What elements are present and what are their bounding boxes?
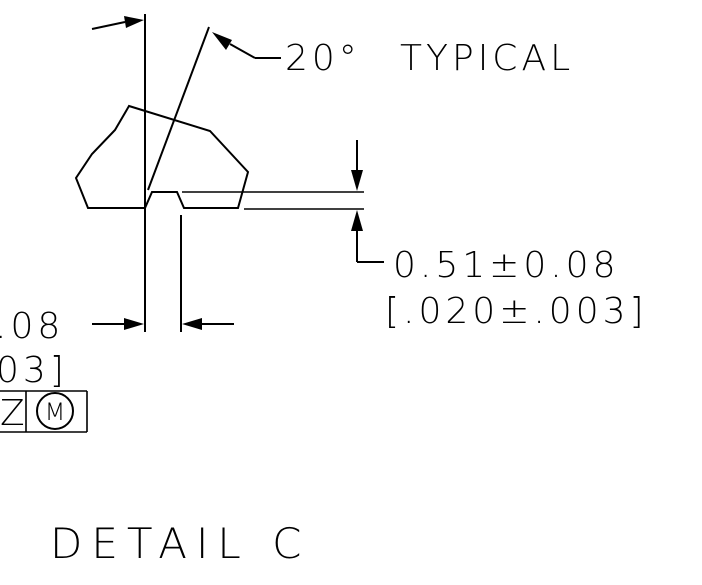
top-arrowhead xyxy=(124,16,144,28)
fcf-datum: Z xyxy=(0,393,29,434)
width-inch-partial: 03] xyxy=(0,350,68,391)
width-arrowhead-right xyxy=(182,318,202,330)
depth-metric: 0.51±0.08 xyxy=(393,245,619,286)
top-arrow-line xyxy=(91,21,126,30)
angle-leader xyxy=(229,43,256,59)
angle-arrowhead xyxy=(212,32,232,50)
width-metric-partial: .08 xyxy=(0,306,64,347)
depth-arrowhead-bottom xyxy=(351,210,363,231)
fcf-modifier: M xyxy=(45,398,66,426)
fcf-modifier-circle xyxy=(36,392,74,430)
detail-title: DETAIL C xyxy=(50,519,310,568)
depth-arrowhead-top xyxy=(351,170,363,191)
part-profile xyxy=(74,104,250,209)
angle-line xyxy=(147,26,210,191)
angle-note: TYPICAL xyxy=(400,38,574,79)
depth-inch: [.020±.003] xyxy=(385,291,648,332)
angle-label: 20° xyxy=(285,38,361,79)
width-arrowhead-left xyxy=(124,318,144,330)
